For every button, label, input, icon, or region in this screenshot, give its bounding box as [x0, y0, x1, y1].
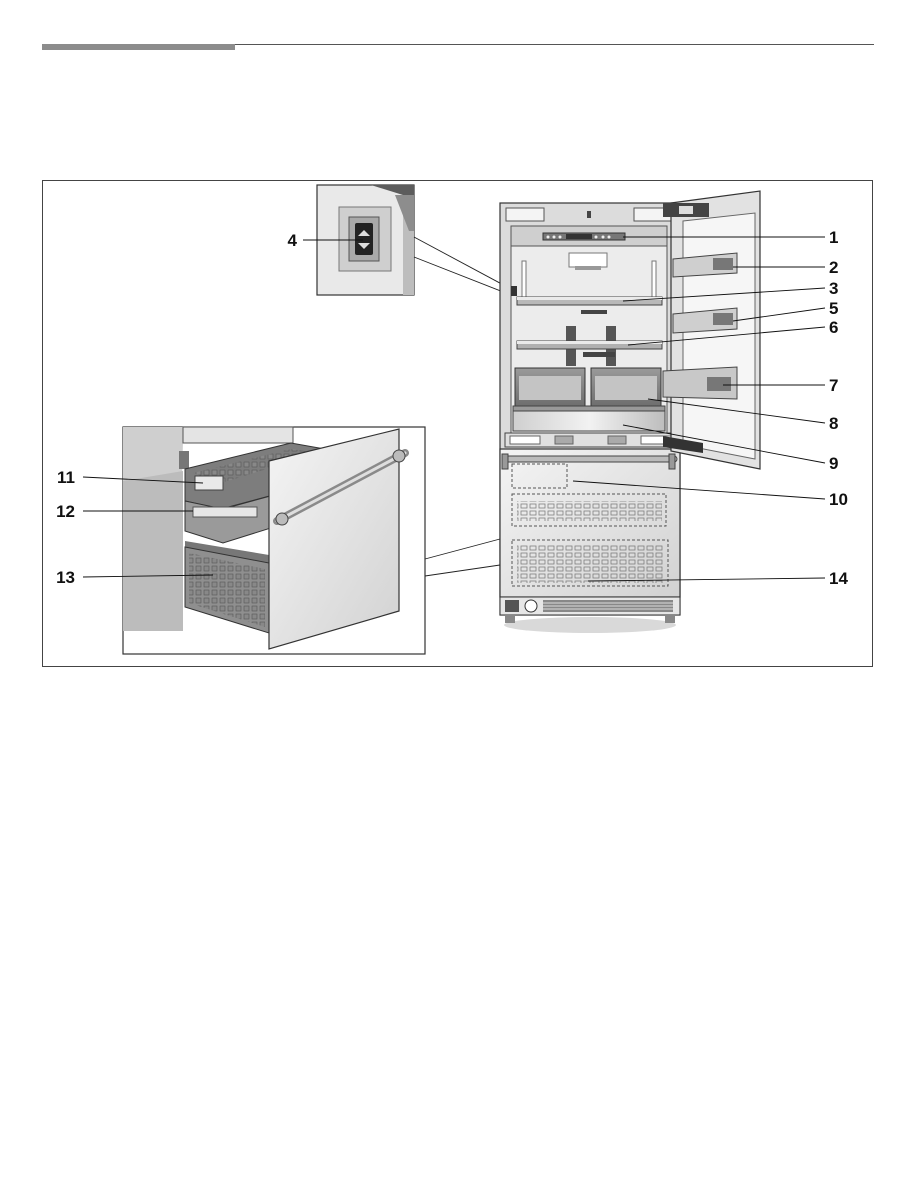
- callout-11: 11: [57, 468, 75, 487]
- callout-5: 5: [829, 299, 838, 318]
- callout-1: 1: [829, 228, 838, 247]
- callout-8: 8: [829, 414, 838, 433]
- figure-frame: 4 1 2 3 5 6 7 8 9 10 14 11 12 13: [42, 180, 873, 667]
- callout-2: 2: [829, 258, 838, 277]
- callout-6: 6: [829, 318, 838, 337]
- refrigerator-door: [663, 191, 760, 469]
- callout-9: 9: [829, 454, 838, 473]
- callout-7: 7: [829, 376, 838, 395]
- freezer-drawer-inset: [123, 427, 425, 654]
- callout-3: 3: [829, 279, 838, 298]
- callout-4: 4: [288, 231, 298, 250]
- callout-10: 10: [829, 490, 848, 509]
- callout-13: 13: [56, 568, 75, 587]
- refrigerator-diagram: 4 1 2 3 5 6 7 8 9 10 14 11 12 13: [43, 181, 874, 668]
- callout-14: 14: [829, 569, 848, 588]
- header-bar: [42, 44, 235, 50]
- callout-12: 12: [56, 502, 75, 521]
- refrigerator-body: [500, 203, 680, 633]
